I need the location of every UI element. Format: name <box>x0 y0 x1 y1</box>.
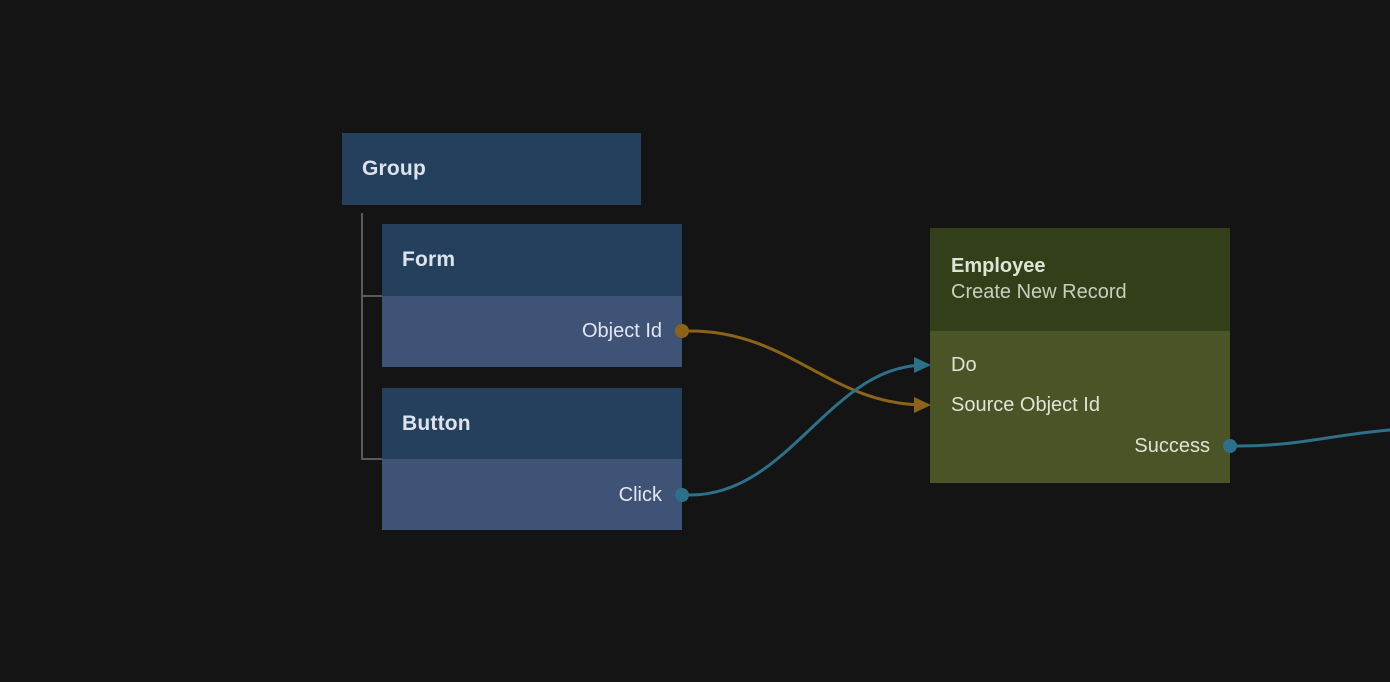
port-employee-do[interactable]: Do <box>914 353 977 377</box>
node-button-header[interactable]: Button <box>382 388 682 459</box>
node-group-header[interactable]: Group <box>342 133 641 205</box>
edge-click-to-do[interactable] <box>688 363 927 497</box>
node-button-body: Click <box>382 459 689 530</box>
port-knob-icon[interactable] <box>1223 439 1237 453</box>
edge-objectid-to-sourceobjectid[interactable] <box>688 329 927 407</box>
port-knob-icon[interactable] <box>675 324 689 338</box>
node-button-title: Button <box>402 411 471 435</box>
port-form-object-id[interactable]: Object Id <box>581 319 689 343</box>
port-form-object-id-label: Object Id <box>581 320 662 342</box>
port-employee-source-object-id[interactable]: Source Object Id <box>914 393 1100 417</box>
port-employee-do-label: Do <box>951 354 977 376</box>
node-group[interactable]: Group <box>342 133 641 205</box>
port-button-click[interactable]: Click <box>618 483 689 507</box>
port-employee-success-label: Success <box>1134 435 1210 457</box>
node-form-header[interactable]: Form <box>382 224 682 296</box>
node-employee[interactable]: Employee Create New Record Do Source Obj… <box>914 228 1237 483</box>
port-employee-success[interactable]: Success <box>1134 434 1237 458</box>
node-form-body: Object Id <box>382 296 689 367</box>
node-form[interactable]: Form Object Id <box>382 224 689 367</box>
port-knob-icon[interactable] <box>675 488 689 502</box>
port-button-click-label: Click <box>618 484 662 506</box>
node-employee-title: Employee <box>951 254 1046 277</box>
port-arrow-icon[interactable] <box>914 397 931 413</box>
node-form-title: Form <box>402 248 456 272</box>
node-button[interactable]: Button Click <box>382 388 689 530</box>
node-group-title: Group <box>362 157 426 181</box>
port-arrow-icon[interactable] <box>914 357 931 373</box>
node-employee-subtitle: Create New Record <box>951 280 1127 303</box>
port-employee-source-object-id-label: Source Object Id <box>951 394 1100 416</box>
node-employee-header[interactable]: Employee Create New Record <box>930 228 1230 331</box>
node-employee-body: Do Source Object Id Success <box>914 331 1237 483</box>
edge-success-out[interactable] <box>1235 428 1390 448</box>
